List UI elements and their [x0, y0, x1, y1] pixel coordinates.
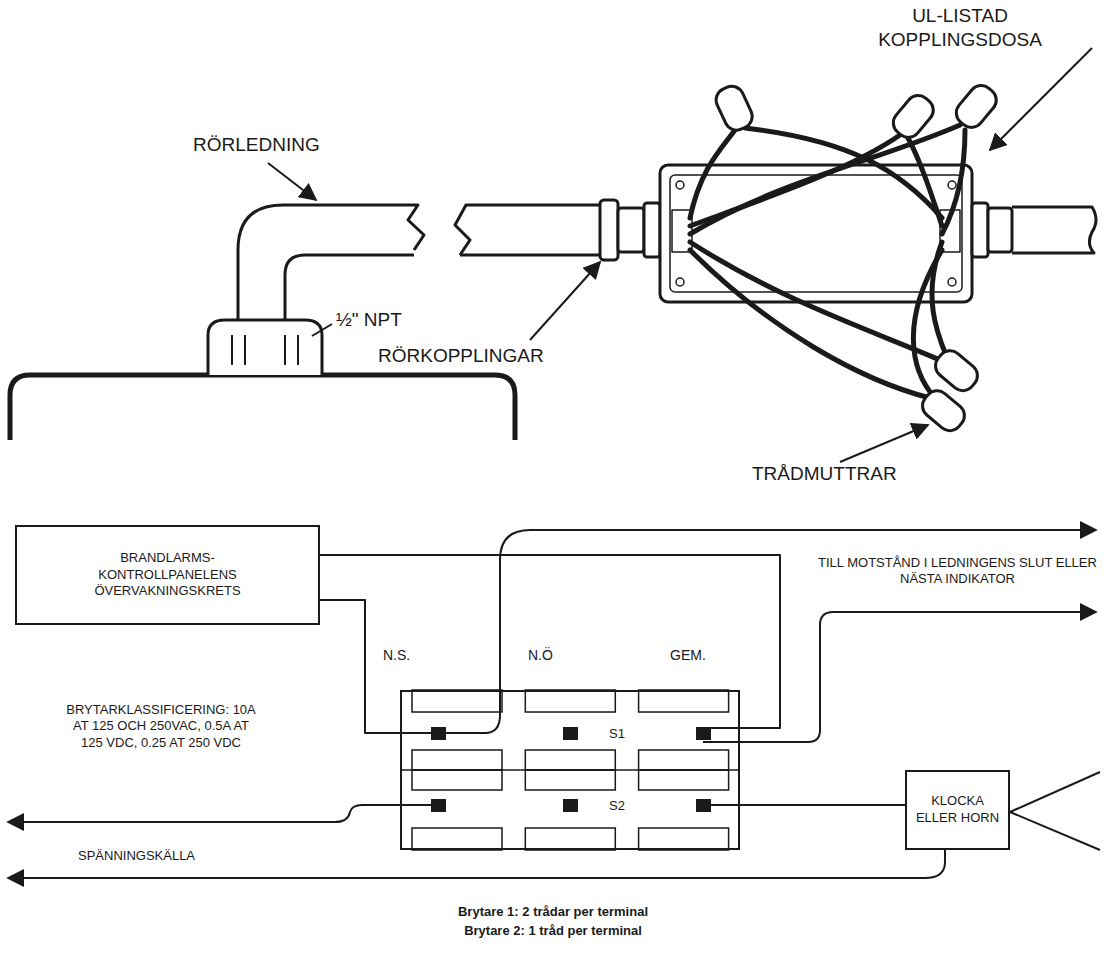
conduit: [460, 254, 600, 257]
wire: [690, 242, 940, 360]
wire: [690, 130, 735, 218]
footnote: Brytare 2: 1 tråd per terminal: [303, 923, 803, 939]
conduit-coupling: [644, 203, 660, 257]
leader-arrow: [990, 48, 1092, 150]
box-screw: [948, 181, 956, 189]
wire: [690, 125, 960, 234]
conduit-coupling: [972, 203, 988, 257]
wire: [690, 135, 900, 226]
terminal-name: N.Ö: [528, 647, 553, 665]
terminal-name: GEM.: [670, 647, 706, 665]
fitting-flat: [231, 335, 233, 365]
wire: [703, 612, 1096, 742]
leader-arrow: [530, 262, 600, 340]
switch-label: S2: [609, 798, 625, 814]
switch-rating: BRYTARKLASSIFICERING: 10A AT 125 OCH 250…: [62, 702, 260, 751]
panel-box: BRANDLARMS- KONTROLLPANELENS ÖVERVAKNING…: [15, 525, 320, 625]
terminal-cell: [412, 770, 502, 790]
drawing-part: [268, 48, 1092, 462]
footnote: Brytare 1: 2 trådar per terminal: [303, 904, 803, 920]
drawing-part: [690, 125, 965, 398]
terminal-cell: [639, 750, 729, 770]
fitting-flat: [297, 335, 299, 365]
device-enclosure: [10, 375, 515, 440]
part-label: UL-LISTAD KOPPLINGSDOSA: [850, 4, 1070, 52]
terminal-cell: [639, 690, 729, 712]
horn-box: KLOCKA ELLER HORN: [905, 770, 1010, 850]
terminal-name: N.S.: [383, 647, 410, 665]
conduit: [1012, 207, 1096, 253]
leader-arrow: [268, 163, 316, 200]
npt-fitting: [208, 320, 322, 375]
wire-nut: [931, 346, 983, 396]
conduit: [238, 205, 424, 320]
node-label: BRANDLARMS- KONTROLLPANELENS ÖVERVAKNING…: [78, 550, 258, 601]
fitting-flat: [284, 335, 286, 365]
horn-symbol: [1010, 772, 1100, 850]
terminal-cell: [412, 690, 502, 712]
wire-connector: [740, 804, 905, 806]
terminal-divider: [400, 769, 740, 771]
conduit: [455, 205, 600, 255]
wire-connector: [320, 555, 780, 728]
wire: [703, 727, 740, 729]
wire: [703, 804, 740, 806]
leader-arrow: [840, 425, 928, 462]
node-label: KLOCKA ELLER HORN: [916, 793, 1000, 827]
box-screw: [948, 278, 956, 286]
terminal: [563, 727, 578, 740]
wire: [690, 250, 930, 398]
wire-nut: [918, 386, 970, 436]
part-label: ½" NPT: [336, 308, 402, 332]
drawing-part: [8, 530, 1100, 878]
switch-label: S1: [609, 726, 625, 742]
wire-nut: [712, 82, 756, 134]
terminal-cell: [525, 750, 615, 770]
fitting-flat: [244, 335, 246, 365]
drawing-part: [712, 81, 1001, 436]
box-screw: [676, 181, 684, 189]
text-stack: KLOCKA ELLER HORN: [916, 793, 1000, 827]
terminal-cell: [525, 770, 615, 790]
wire: [942, 130, 965, 234]
terminal: [563, 799, 578, 812]
terminal-cell: [525, 828, 615, 850]
wire-note: SPÄNNINGSKÄLLA: [78, 848, 195, 864]
drawing-part: [431, 727, 711, 812]
part-label: RÖRLEDNING: [193, 133, 320, 157]
terminal-cell: [639, 770, 729, 790]
wire-nut: [888, 91, 938, 143]
conduit-coupling: [600, 200, 618, 260]
wire-connector: [320, 600, 400, 733]
wire: [400, 732, 438, 734]
part-label: RÖRKOPPLINGAR: [378, 344, 544, 368]
terminal-block: S1S2: [400, 690, 740, 850]
conduit-coupling: [988, 208, 1012, 252]
text-stack: BRANDLARMS- KONTROLLPANELENS ÖVERVAKNING…: [78, 550, 258, 601]
leader-line: [312, 324, 332, 336]
box-screw: [676, 278, 684, 286]
terminal-cell: [639, 828, 729, 850]
terminal-cell: [412, 828, 502, 850]
wire: [908, 138, 942, 226]
conduit-coupling: [618, 208, 644, 252]
wire-note: TILL MOTSTÅND I LEDNINGENS SLUT ELLER NÄ…: [815, 555, 1100, 588]
terminal-cell: [525, 690, 615, 712]
terminal-cells: [400, 690, 740, 850]
wire: [913, 250, 942, 398]
wire-nut: [951, 81, 1001, 133]
wire: [8, 805, 438, 822]
terminal-cell: [412, 750, 502, 770]
part-label: TRÅDMUTTRAR: [752, 462, 897, 486]
